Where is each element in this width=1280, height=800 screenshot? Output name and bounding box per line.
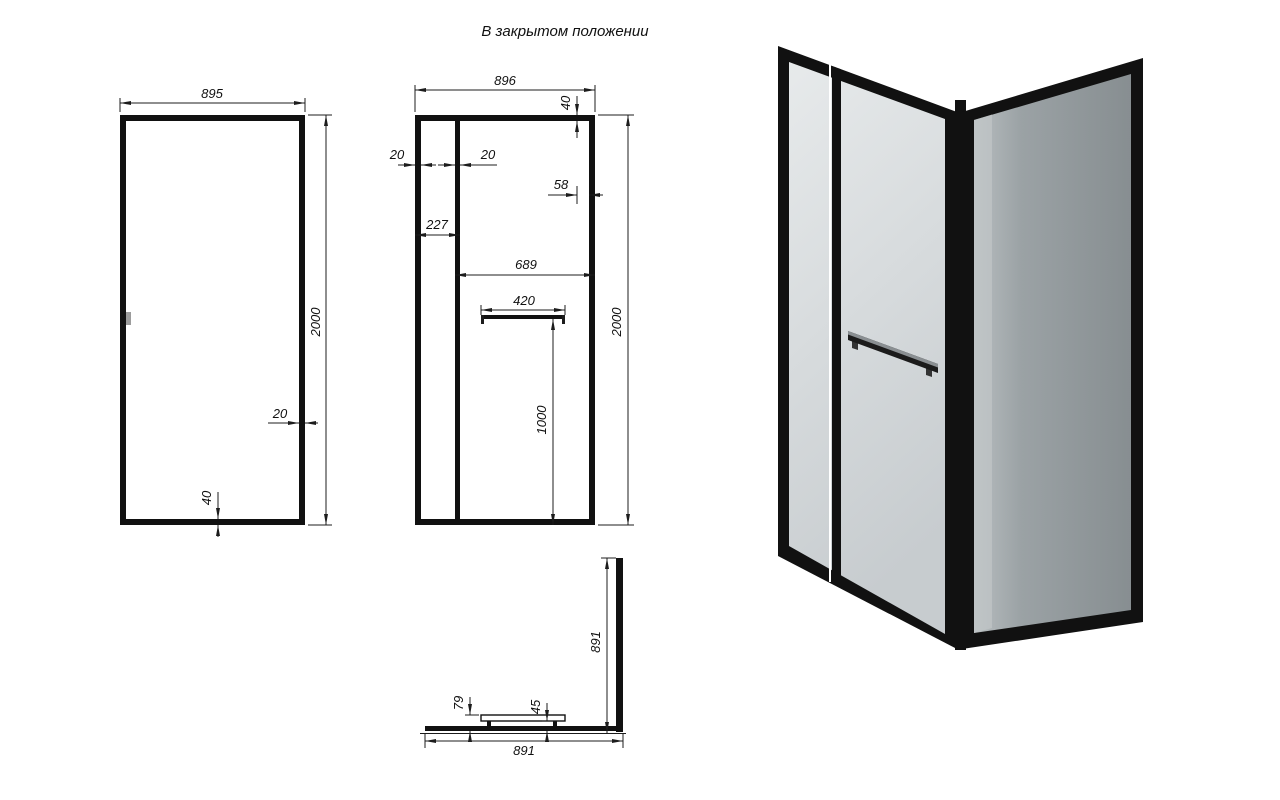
dim-label: 891	[513, 743, 535, 758]
dim-door-height: 2000	[598, 114, 634, 526]
dim-arrows	[404, 163, 432, 167]
dim-plan-depth: 891	[588, 557, 616, 733]
dim-door-stile-width: 20	[438, 147, 497, 167]
dim-handle-offset: 79	[451, 696, 479, 742]
wall-bracket	[126, 312, 131, 325]
dim-label: 45	[528, 699, 543, 714]
dim-label: 227	[425, 217, 448, 232]
dim-door-width: 896	[414, 73, 596, 112]
handle-plan	[480, 714, 566, 722]
dim-side-height: 2000	[308, 114, 332, 526]
dim-arrows	[575, 104, 579, 132]
dim-arrows	[566, 193, 600, 197]
right-panel-glass-3d	[974, 74, 1131, 633]
door-plan	[425, 726, 616, 731]
dim-arrows	[468, 704, 472, 742]
side-panel-front-view: 895 2000 20 40	[119, 86, 332, 537]
dim-label: 895	[201, 86, 223, 101]
door-handle-front	[481, 315, 565, 319]
panel-divider-3d	[832, 66, 841, 588]
dim-handle-length: 420	[480, 293, 566, 315]
door-frame	[415, 115, 595, 525]
dim-label: 896	[494, 73, 516, 88]
dim-lines	[424, 733, 624, 748]
dim-door-leaf-width: 689	[455, 257, 595, 277]
dim-door-magnet-profile: 58	[548, 177, 603, 204]
side-panel-frame	[120, 115, 305, 525]
dim-lines	[465, 697, 479, 739]
dim-handle-clearance: 45	[528, 699, 560, 742]
dim-handle-height: 1000	[534, 319, 555, 525]
dim-lines	[601, 557, 616, 733]
dim-label: 2000	[609, 307, 624, 338]
left-panel-glass-3d	[789, 62, 945, 634]
dim-arrows	[216, 508, 220, 536]
handle-posts-plan	[487, 721, 557, 726]
glass-reflection-band	[974, 114, 992, 633]
dim-plan-width: 891	[424, 733, 624, 758]
dim-label: 420	[513, 293, 535, 308]
dim-door-top-profile: 40	[558, 95, 579, 138]
dim-label: 79	[451, 696, 466, 710]
dim-label: 20	[389, 147, 405, 162]
dim-side-profile: 20	[268, 406, 318, 425]
dim-label: 891	[588, 631, 603, 653]
dim-label: 1000	[534, 405, 549, 435]
dim-arrows	[415, 233, 460, 237]
dim-arrows	[444, 163, 471, 167]
dim-label: 40	[199, 490, 214, 505]
towel-bar-highlight	[848, 331, 938, 368]
dim-label: 40	[558, 95, 573, 110]
door-front-view: 896 40 20 20 58 227	[389, 73, 634, 526]
dim-door-left-profile: 20	[389, 147, 436, 167]
dim-lines	[308, 114, 332, 526]
dim-label: 689	[515, 257, 537, 272]
door-stile	[455, 121, 460, 519]
dim-side-width: 895	[119, 86, 306, 112]
dim-label: 20	[480, 147, 496, 162]
iso-view	[778, 46, 1143, 650]
dim-label: 58	[554, 177, 569, 192]
drawing-title: В закрытом положении	[481, 23, 649, 40]
side-panel-plan	[616, 558, 623, 732]
dim-label: 2000	[308, 307, 323, 338]
dim-arrows	[545, 710, 549, 742]
dim-arrows	[288, 421, 316, 425]
dim-label: 20	[272, 406, 288, 421]
dim-door-fixed-width: 227	[415, 217, 460, 237]
dim-side-bottom-profile: 40	[199, 490, 220, 537]
dim-lines	[414, 85, 596, 112]
dim-lines	[119, 98, 306, 112]
plan-view: 891 79 45 891	[420, 557, 626, 758]
